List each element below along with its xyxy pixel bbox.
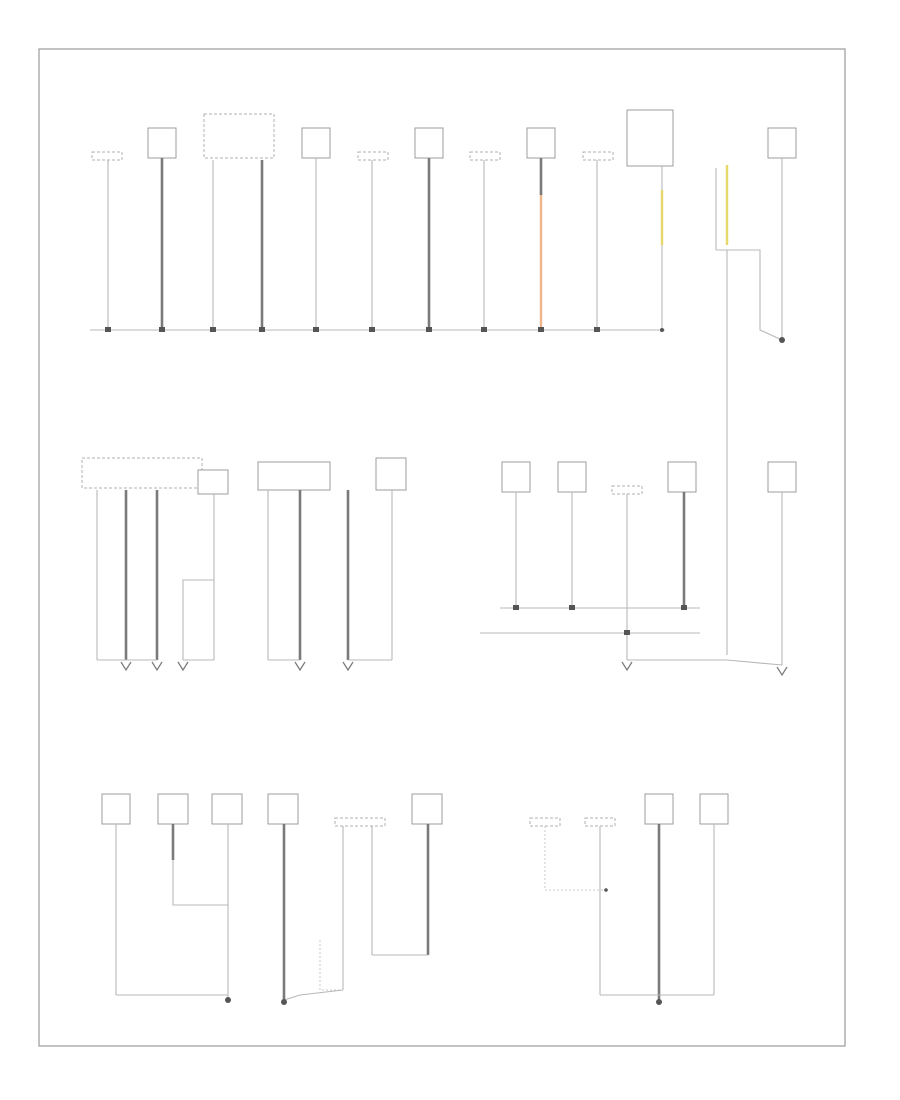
splice-node-icon bbox=[210, 327, 216, 332]
splice-node-icon bbox=[681, 605, 687, 610]
ground-symbol-icon bbox=[120, 661, 163, 672]
section-middle-right bbox=[480, 461, 797, 677]
connector-box-icon bbox=[81, 457, 203, 489]
connector-box-icon bbox=[334, 817, 386, 827]
splice-node-icon bbox=[105, 327, 111, 332]
connector-box-icon bbox=[582, 151, 614, 161]
connector-box-icon bbox=[414, 127, 444, 159]
splice-node-icon bbox=[538, 327, 544, 332]
section-top bbox=[90, 109, 797, 655]
connector-box-icon bbox=[644, 793, 674, 825]
connector-box-icon bbox=[411, 793, 443, 825]
splice-node-icon bbox=[594, 327, 600, 332]
connector-box-icon bbox=[101, 793, 131, 825]
connector-box-icon bbox=[267, 793, 299, 825]
splice-node-icon bbox=[656, 999, 662, 1005]
ground-symbol-icon bbox=[621, 661, 633, 672]
connector-box-icon bbox=[91, 151, 123, 161]
connector-box-icon bbox=[301, 127, 331, 159]
connector-box-icon bbox=[767, 461, 797, 493]
connector-box-icon bbox=[767, 127, 797, 159]
ground-symbol-icon bbox=[776, 666, 788, 677]
splice-node-icon bbox=[604, 888, 608, 892]
ground-symbol-icon bbox=[177, 661, 189, 672]
splice-node-icon bbox=[569, 605, 575, 610]
connector-box-icon bbox=[197, 469, 229, 495]
connector-box-icon bbox=[526, 127, 556, 159]
connector-box-icon bbox=[211, 793, 243, 825]
section-bottom-right bbox=[529, 793, 729, 1005]
connector-box-icon bbox=[357, 151, 389, 161]
connector-box-icon bbox=[557, 461, 587, 493]
splice-node-icon bbox=[426, 327, 432, 332]
connector-box-icon bbox=[469, 151, 501, 161]
connector-box-icon bbox=[501, 461, 531, 493]
splice-node-icon bbox=[313, 327, 319, 332]
connector-box-icon bbox=[626, 109, 674, 167]
connector-box-icon bbox=[203, 113, 275, 159]
connector-box-icon bbox=[667, 461, 697, 493]
connector-box-icon bbox=[529, 817, 561, 827]
connector-box-icon bbox=[157, 793, 189, 825]
connector-box-icon bbox=[147, 127, 177, 159]
connector-box-icon bbox=[375, 457, 407, 491]
diagram-frame bbox=[38, 48, 846, 1047]
connector-box-icon bbox=[611, 485, 643, 495]
splice-node-icon bbox=[660, 328, 664, 332]
section-middle-left bbox=[81, 457, 407, 672]
splice-node-icon bbox=[159, 327, 165, 332]
section-bottom-left bbox=[101, 793, 443, 1005]
ground-symbol-icon bbox=[342, 661, 354, 672]
splice-node-icon bbox=[369, 327, 375, 332]
connector-box-icon bbox=[584, 817, 616, 827]
connector-box-icon bbox=[257, 461, 331, 491]
splice-node-icon bbox=[281, 999, 287, 1005]
ground-symbol-icon bbox=[294, 661, 306, 672]
splice-node-icon bbox=[779, 337, 785, 343]
splice-node-icon bbox=[259, 327, 265, 332]
connector-box-icon bbox=[699, 793, 729, 825]
splice-node-icon bbox=[481, 327, 487, 332]
splice-node-icon bbox=[513, 605, 519, 610]
splice-node-icon bbox=[225, 997, 231, 1003]
splice-node-icon bbox=[624, 630, 630, 635]
